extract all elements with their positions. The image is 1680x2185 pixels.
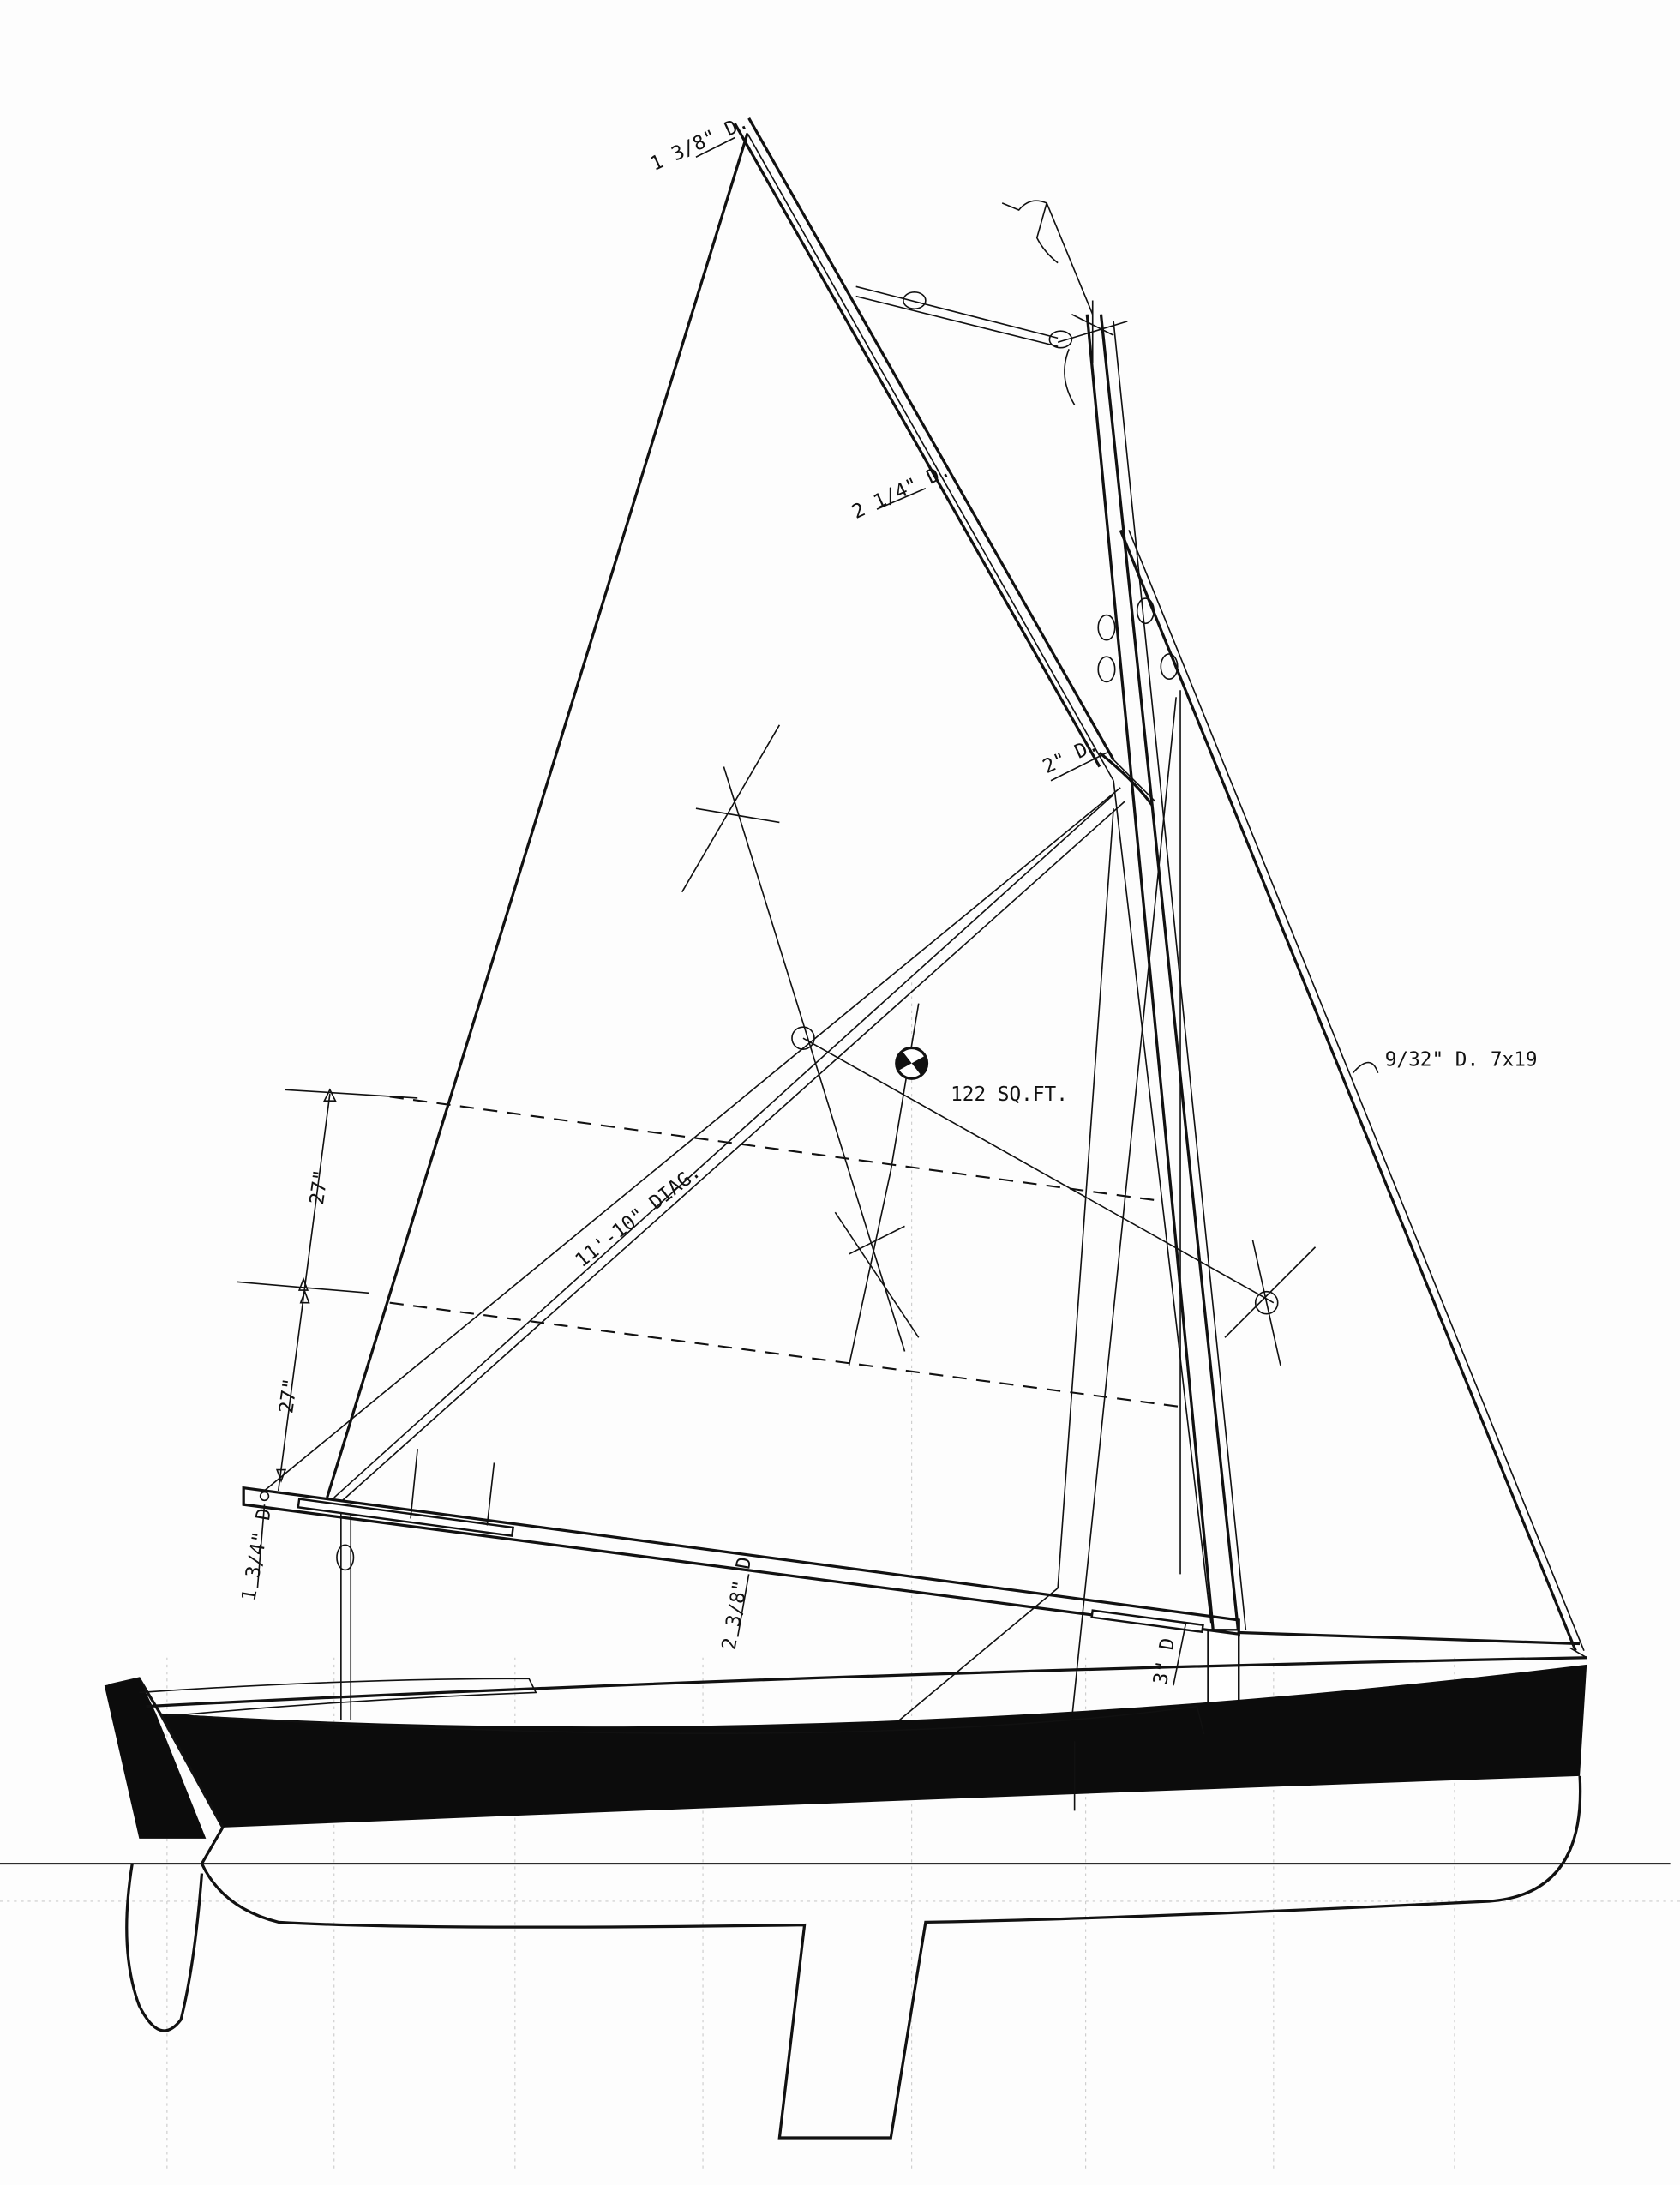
lower-dim-label: 27" (275, 1377, 302, 1414)
upper-dim-label: 27" (306, 1168, 333, 1206)
boom-dia-label: 2 3/8" D (718, 1555, 757, 1651)
flag-icon (1001, 200, 1094, 315)
mast-blocks (1097, 597, 1179, 683)
diagonal-label: 11'-10" DIAG. (571, 1161, 705, 1272)
centroid-construction (681, 724, 1317, 1366)
mainsail (326, 133, 1212, 1624)
forestay (1119, 529, 1585, 1652)
mast (1057, 300, 1247, 1708)
boom-end-label: 1 3/4" D (237, 1507, 276, 1603)
sail-area-label: 122 SQ.FT. (951, 1083, 1068, 1106)
reef-dimension (275, 1088, 337, 1492)
gaff-jaw-label: 2" D. (1040, 734, 1102, 778)
boom (242, 1449, 1581, 1646)
gaff-dia-label: 2 1/4" D. (849, 459, 954, 524)
peak-halyard (855, 285, 1076, 405)
reef-lines (236, 1089, 1184, 1408)
gaff (733, 117, 1156, 807)
hull (104, 1647, 1587, 2140)
forestay-label: 9/32" D. 7x19 (1385, 1049, 1538, 1071)
annotations: 1 3/8" D. 2 1/4" D. 2" D. 122 SQ.FT. 9/3… (237, 111, 1537, 1686)
rudder (125, 1863, 204, 2032)
running-rigging (264, 690, 1181, 1728)
